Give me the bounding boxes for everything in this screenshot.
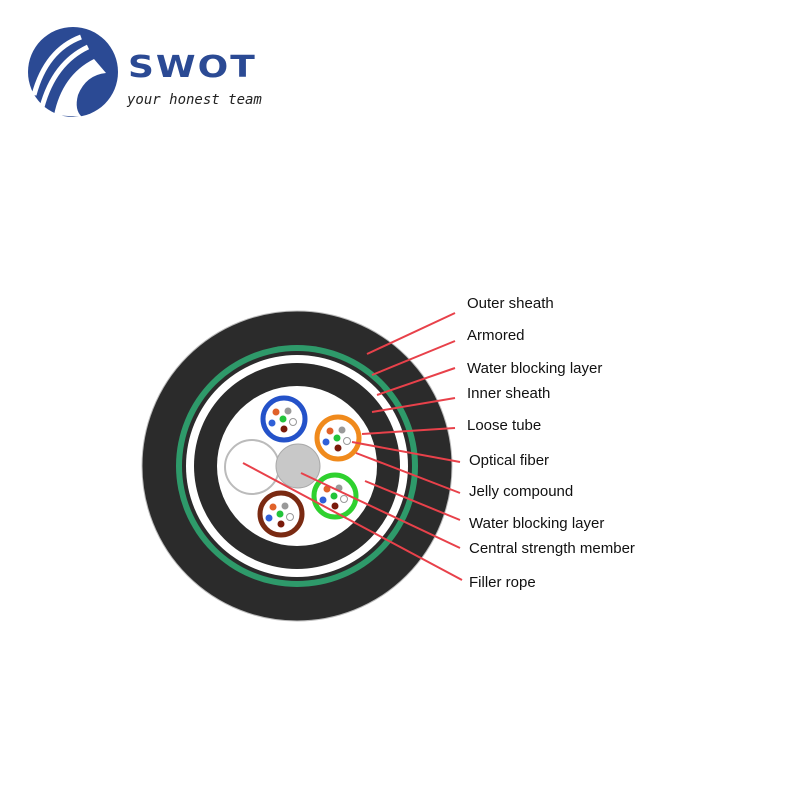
leader-line <box>242 462 463 581</box>
optical-fiber <box>333 434 341 442</box>
optical-fiber <box>343 437 351 445</box>
optical-fiber <box>268 419 276 427</box>
optical-fiber <box>265 514 273 522</box>
component-label: Water blocking layer <box>467 360 602 377</box>
component-label: Filler rope <box>469 574 536 591</box>
leader-line <box>351 441 461 463</box>
optical-fiber <box>330 492 338 500</box>
leader-line <box>364 480 461 521</box>
optical-fiber <box>284 407 292 415</box>
optical-fiber <box>276 510 284 518</box>
component-label: Inner sheath <box>467 385 550 402</box>
component-label: Water blocking layer <box>469 515 604 532</box>
leader-line <box>376 367 456 396</box>
optical-fiber <box>289 418 297 426</box>
optical-fiber <box>279 415 287 423</box>
component-label: Outer sheath <box>467 295 554 312</box>
swot-logo-icon <box>28 27 118 117</box>
optical-fiber <box>280 425 288 433</box>
loose-tube <box>260 395 308 443</box>
optical-fiber <box>338 426 346 434</box>
optical-fiber <box>340 495 348 503</box>
optical-fiber <box>319 496 327 504</box>
leader-line <box>366 312 456 355</box>
component-label: Armored <box>467 327 525 344</box>
leader-line <box>371 397 456 413</box>
leader-line <box>355 452 461 494</box>
optical-fiber <box>334 444 342 452</box>
component-label: Central strength member <box>469 540 635 557</box>
brand-tagline: your honest team <box>127 92 262 108</box>
loose-tube <box>257 490 305 538</box>
component-label: Loose tube <box>467 417 541 434</box>
brand-name: SWOT <box>128 50 257 85</box>
optical-fiber <box>269 503 277 511</box>
optical-fiber <box>326 427 334 435</box>
optical-fiber <box>331 502 339 510</box>
optical-fiber <box>277 520 285 528</box>
optical-fiber <box>322 438 330 446</box>
optical-fiber <box>281 502 289 510</box>
optical-fiber <box>272 408 280 416</box>
component-label: Jelly compound <box>469 483 573 500</box>
optical-fiber <box>286 513 294 521</box>
central-strength-member <box>275 443 321 489</box>
component-label: Optical fiber <box>469 452 549 469</box>
leader-line <box>300 472 461 549</box>
loose-tube <box>314 414 362 462</box>
leader-line <box>361 427 456 435</box>
optical-fiber <box>323 485 331 493</box>
leader-line <box>371 340 456 376</box>
